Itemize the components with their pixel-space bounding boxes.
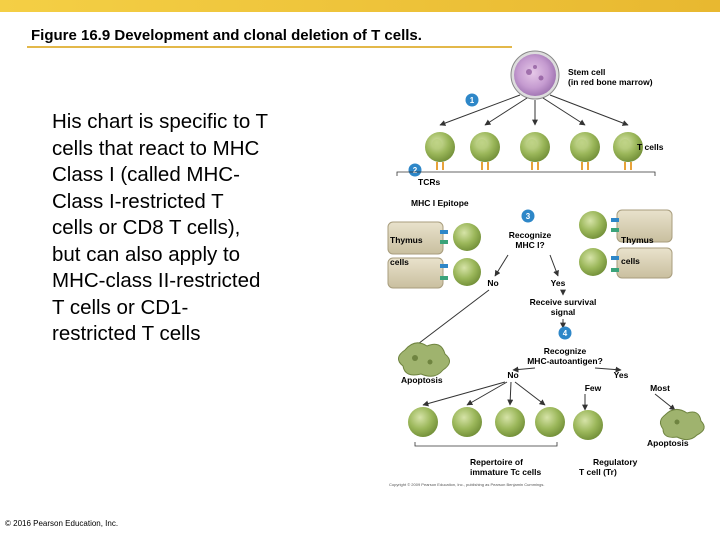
- t-cell: [535, 407, 565, 437]
- text-line: restricted T cells: [52, 322, 201, 345]
- tcr-receptors: [436, 162, 632, 170]
- text-line: T cells or CD1-: [52, 295, 189, 319]
- t-cell: [453, 223, 481, 251]
- t-cell: [520, 132, 550, 162]
- decision-arrows: [409, 254, 566, 351]
- mhc-epitope-label: MHC I Epitope: [411, 198, 469, 208]
- tcrs-label: TCRs: [418, 177, 440, 187]
- apoptotic-cell-right: [659, 409, 705, 441]
- t-cell: [425, 132, 455, 162]
- regulatory-label: Regulatory: [593, 457, 638, 467]
- step-2-badge: [408, 163, 422, 177]
- t-cell: [613, 132, 643, 162]
- apoptotic-cell-left: [398, 342, 450, 377]
- recognize-autoantigen-question: MHC-autoantigen?: [527, 356, 603, 366]
- apoptosis-right-label: Apoptosis: [647, 438, 689, 448]
- cells-right-label: cells: [621, 256, 640, 266]
- no-label-1: No: [487, 278, 498, 288]
- text-line: cells or CD8 T cells),: [52, 216, 241, 239]
- explanatory-text: His chart is specific to T cells that re…: [52, 109, 314, 348]
- t-cells-at-thymus: [453, 211, 607, 286]
- t-cell: [579, 211, 607, 239]
- step-1-badge: [465, 93, 479, 107]
- no-label-2: No: [507, 370, 518, 380]
- step-2-number: 2: [413, 166, 418, 175]
- thymus-cells-right: [611, 209, 673, 279]
- figure-credit: Copyright © 2009 Pearson Education, Inc.…: [389, 482, 544, 487]
- stem-cell-label: Stem cell: [568, 67, 605, 77]
- regulatory-t-cell: [573, 410, 603, 440]
- cells-left-label: cells: [390, 257, 409, 267]
- step-4-badge: [558, 326, 572, 340]
- t-cell: [453, 258, 481, 286]
- repertoire-label-2: immature Tc cells: [470, 467, 541, 477]
- survival-signal-label: Receive survival: [530, 297, 597, 307]
- t-cell: [470, 132, 500, 162]
- t-cell: [408, 407, 438, 437]
- step-3-number: 3: [526, 212, 531, 221]
- t-cell: [579, 248, 607, 276]
- regulatory-label-2: T cell (Tr): [579, 467, 617, 477]
- repertoire-bracket: [414, 442, 558, 447]
- figure-title: Figure 16.9 Development and clonal delet…: [31, 27, 422, 44]
- t-cell-row: [425, 132, 643, 162]
- yes-label-1: Yes: [551, 278, 566, 288]
- thymus-right-label: Thymus: [621, 235, 654, 245]
- outcome-arrows: [422, 366, 676, 411]
- tcrs-bracket: [396, 171, 656, 176]
- recognize-autoantigen-label: Recognize: [544, 346, 587, 356]
- text-line: His chart is specific to T: [52, 110, 269, 133]
- recognize-mhc-question: MHC I?: [515, 240, 544, 250]
- text-line: Class I (called MHC-: [52, 163, 240, 186]
- step-4-number: 4: [563, 329, 568, 338]
- t-cells-label: T cells: [637, 142, 664, 152]
- survival-signal-label-2: signal: [551, 307, 576, 317]
- text-line: but can also apply to: [52, 242, 241, 266]
- copyright-notice: © 2016 Pearson Education, Inc.: [5, 519, 119, 528]
- most-label: Most: [650, 383, 670, 393]
- repertoire-label: Repertoire of: [470, 457, 523, 467]
- step-3-badge: [521, 209, 535, 223]
- top-accent-bar: [0, 0, 720, 12]
- t-cell: [452, 407, 482, 437]
- title-underline: [27, 46, 512, 48]
- differentiation-arrows: [439, 94, 629, 126]
- immature-tc-repertoire: [408, 407, 565, 437]
- t-cell-development-diagram: Stem cell (in red bone marrow) 1 T cells…: [387, 50, 705, 487]
- recognize-mhc-label: Recognize: [509, 230, 552, 240]
- apoptosis-left-label: Apoptosis: [401, 375, 443, 385]
- step-1-number: 1: [470, 96, 475, 105]
- text-line: Class I-restricted T: [52, 189, 224, 213]
- few-label: Few: [585, 383, 602, 393]
- thymus-cells-left: [387, 221, 448, 289]
- thymus-left-label: Thymus: [390, 235, 423, 245]
- text-line: MHC-class II-restricted: [52, 269, 261, 292]
- yes-label-2: Yes: [614, 370, 629, 380]
- t-cell: [495, 407, 525, 437]
- stem-cell: [510, 50, 560, 100]
- stem-cell-location-label: (in red bone marrow): [568, 77, 653, 87]
- t-cell: [570, 132, 600, 162]
- text-line: cells that react to MHC: [52, 136, 260, 160]
